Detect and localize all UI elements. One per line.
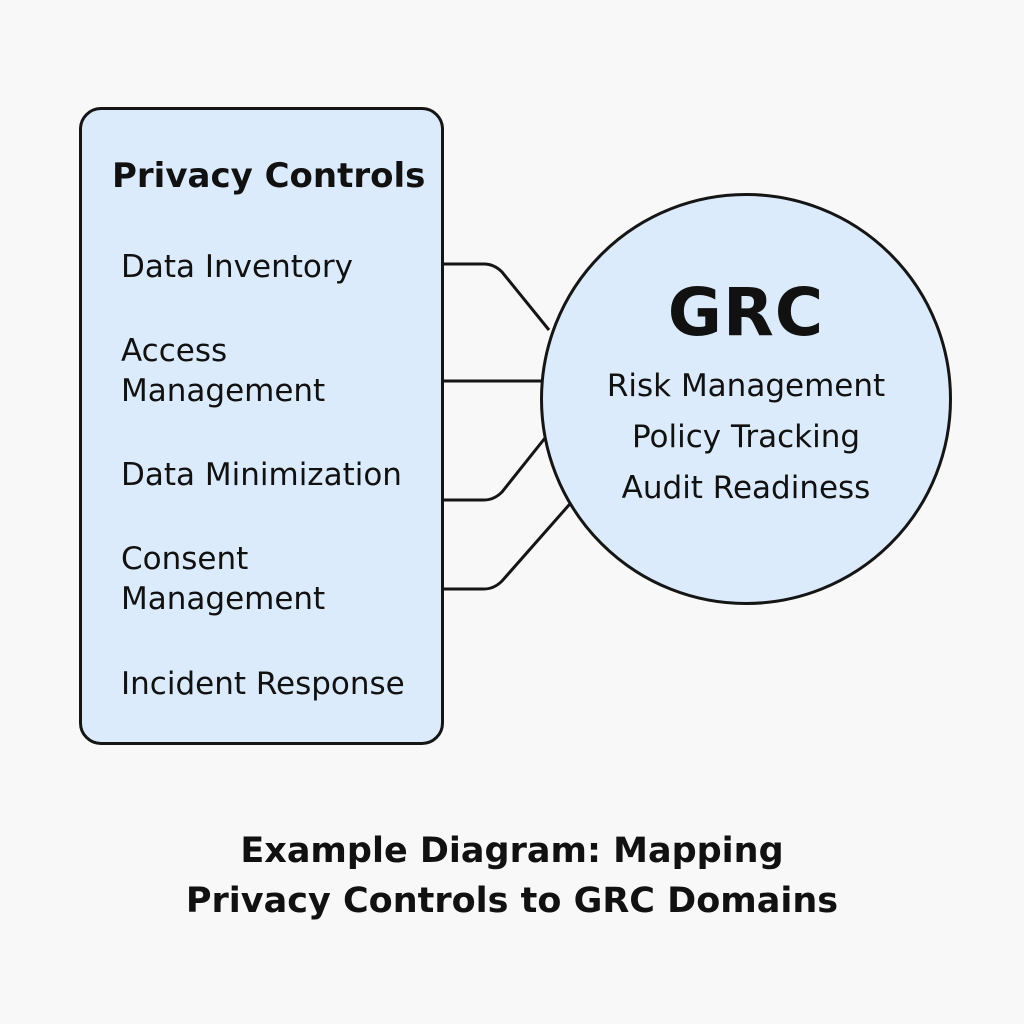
grc-circle: GRC Risk Management Policy Tracking Audi… [540,193,952,605]
control-item-data-inventory: Data Inventory [121,249,353,285]
grc-item-policy-tracking: Policy Tracking [631,419,861,455]
control-item-access-management: Access Management [121,333,326,409]
privacy-controls-box: Privacy Controls Data Inventory Access M… [79,107,444,745]
grc-item-audit-readiness: Audit Readiness [621,470,871,506]
connector-data-minimization [444,432,551,502]
grc-item-risk-management: Risk Management [606,368,886,404]
connector-data-inventory [444,262,551,331]
control-item-data-minimization: Data Minimization [121,457,402,493]
control-item-consent-management: Consent Management [121,541,326,617]
control-item-incident-response: Incident Response [121,666,405,702]
diagram-caption: Example Diagram: Mapping Privacy Control… [185,831,839,921]
connector-consent-management [444,496,578,591]
privacy-controls-title: Privacy Controls [112,156,426,196]
grc-title: GRC [667,274,825,351]
